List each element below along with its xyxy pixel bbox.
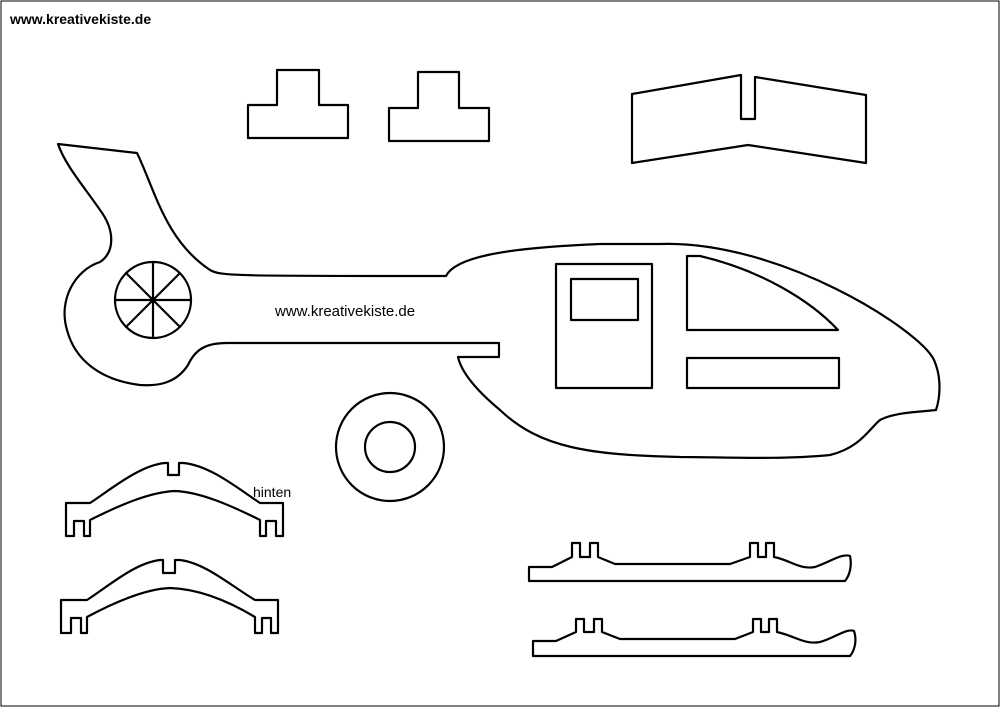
fuselage-body — [56, 142, 941, 459]
rotor-hub-disc — [334, 391, 446, 503]
door-window — [569, 277, 640, 322]
landing-skid-lower — [531, 617, 857, 658]
horizontal-stabilizer — [630, 73, 868, 165]
tail-fin-right — [387, 70, 491, 143]
header-site-url: www.kreativekiste.de — [9, 11, 151, 27]
skid-holder-front — [59, 558, 280, 635]
tail-fin-left — [246, 68, 350, 140]
fuselage-imprint: www.kreativekiste.de — [274, 303, 415, 320]
landing-skid-upper — [527, 541, 852, 583]
tail-rotor — [113, 260, 193, 340]
skid-holder-rear — [64, 461, 285, 538]
skid-label-rear: hinten — [253, 484, 291, 500]
door-outline — [554, 262, 654, 390]
side-window-strip — [685, 356, 841, 390]
cockpit-window — [685, 254, 840, 332]
